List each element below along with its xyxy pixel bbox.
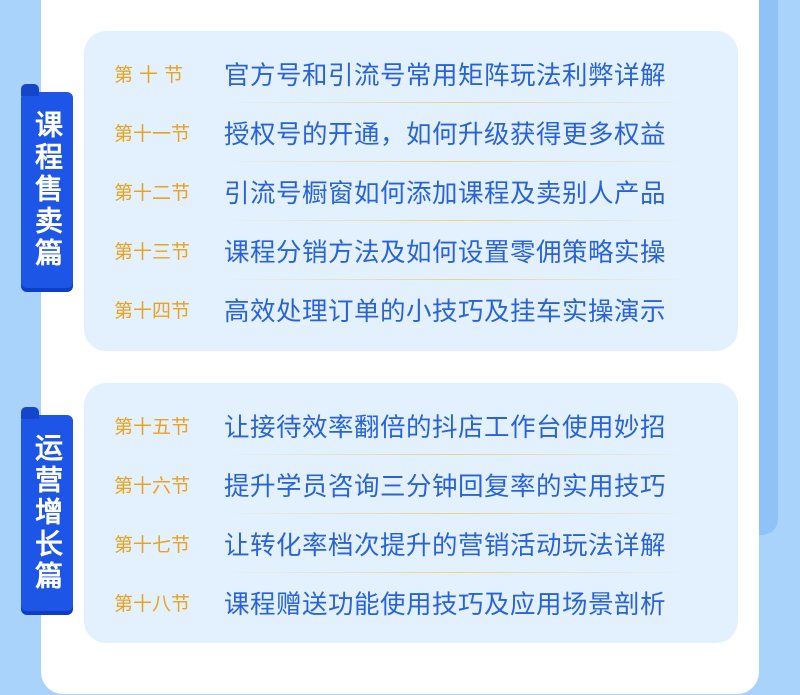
lesson-title: 官方号和引流号常用矩阵玩法利弊详解 [224, 61, 667, 91]
lesson-section: 第十二节 [114, 182, 191, 204]
lesson-row[interactable]: 第十四节 高效处理订单的小技巧及挂车实操演示 [114, 280, 698, 339]
lesson-row[interactable]: 第十八节 课程赠送功能使用技巧及应用场景剖析 [114, 573, 698, 632]
lesson-section: 第十五节 [114, 416, 191, 438]
row-divider [222, 513, 692, 514]
row-divider [222, 102, 692, 103]
lesson-row[interactable]: 第十三节 课程分销方法及如何设置零佣策略实操 [114, 221, 698, 280]
group-tab-label: 课程售卖篇 [31, 110, 64, 270]
lesson-row[interactable]: 第十六节 提升学员咨询三分钟回复率的实用技巧 [114, 455, 698, 514]
lesson-title: 提升学员咨询三分钟回复率的实用技巧 [224, 472, 667, 502]
lesson-section: 第十八节 [114, 593, 191, 615]
row-divider [222, 279, 692, 280]
lesson-title: 高效处理订单的小技巧及挂车实操演示 [224, 297, 667, 327]
lesson-row[interactable]: 第十七节 让转化率档次提升的营销活动玩法详解 [114, 514, 698, 573]
row-divider [222, 454, 692, 455]
group-tab-sales: 课程售卖篇 [21, 84, 73, 288]
lesson-row[interactable]: 第十五节 让接待效率翻倍的抖店工作台使用妙招 [114, 396, 698, 455]
lesson-row[interactable]: 第 十 节 官方号和引流号常用矩阵玩法利弊详解 [114, 44, 698, 103]
lesson-section: 第十六节 [114, 475, 191, 497]
lesson-title: 课程分销方法及如何设置零佣策略实操 [224, 238, 667, 268]
group-tab-label: 运营增长篇 [31, 433, 64, 593]
lesson-title: 授权号的开通，如何升级获得更多权益 [224, 120, 667, 150]
group-tab-growth: 运营增长篇 [21, 407, 73, 611]
row-divider [222, 572, 692, 573]
lesson-section: 第十一节 [114, 123, 191, 145]
lesson-section: 第十三节 [114, 241, 191, 263]
lesson-title: 课程赠送功能使用技巧及应用场景剖析 [224, 590, 667, 620]
lesson-title: 让转化率档次提升的营销活动玩法详解 [224, 531, 667, 561]
row-divider [222, 161, 692, 162]
lesson-row[interactable]: 第十二节 引流号橱窗如何添加课程及卖别人产品 [114, 162, 698, 221]
lesson-section: 第 十 节 [114, 64, 184, 86]
row-divider [222, 220, 692, 221]
lesson-panel-growth: 第十五节 让接待效率翻倍的抖店工作台使用妙招 第十六节 提升学员咨询三分钟回复率… [84, 383, 738, 643]
lesson-section: 第十七节 [114, 534, 191, 556]
lesson-section: 第十四节 [114, 300, 191, 322]
lesson-row[interactable]: 第十一节 授权号的开通，如何升级获得更多权益 [114, 103, 698, 162]
lesson-title: 让接待效率翻倍的抖店工作台使用妙招 [224, 413, 667, 443]
lesson-panel-sales: 第 十 节 官方号和引流号常用矩阵玩法利弊详解 第十一节 授权号的开通，如何升级… [84, 31, 738, 351]
lesson-title: 引流号橱窗如何添加课程及卖别人产品 [224, 179, 667, 209]
